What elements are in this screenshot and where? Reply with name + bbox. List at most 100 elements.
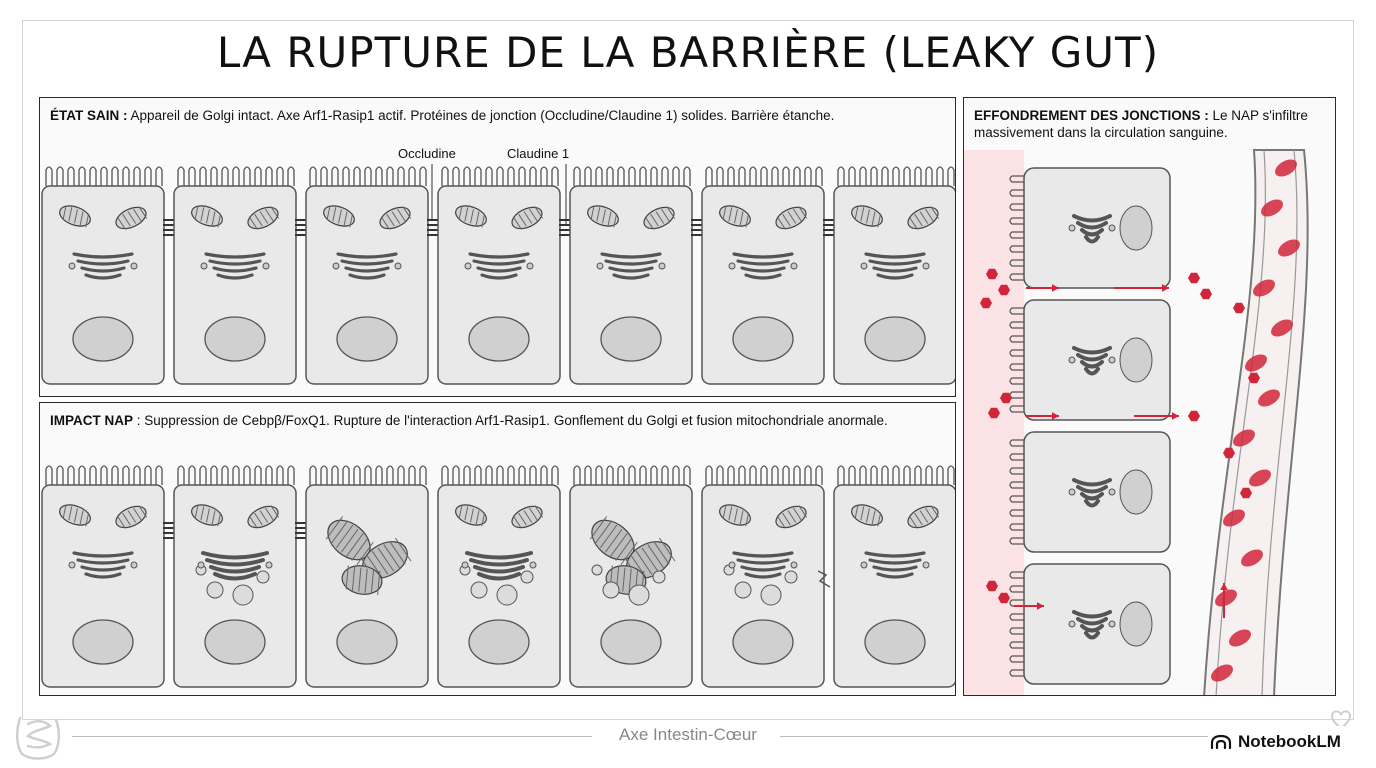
nucleus (601, 317, 661, 361)
vesicle (207, 582, 223, 598)
nucleus (865, 620, 925, 664)
microvilli (46, 167, 162, 186)
golgi-vesicle (1109, 489, 1115, 495)
microvilli (442, 466, 558, 485)
golgi-vesicle (266, 562, 272, 568)
intestine-icon (12, 710, 64, 762)
golgi-vesicle (527, 263, 533, 269)
nucleus (205, 317, 265, 361)
healthy-heading: ÉTAT SAIN : (50, 108, 128, 123)
blood-vessel (1204, 150, 1308, 696)
microvilli (310, 466, 426, 485)
vesicle (735, 582, 751, 598)
nucleus (1120, 338, 1152, 382)
golgi-vesicle (465, 263, 471, 269)
healthy-text: Appareil de Golgi intact. Axe Arf1-Rasip… (128, 108, 835, 123)
nucleus (73, 620, 133, 664)
microvilli (706, 466, 822, 485)
golgi-vesicle (861, 263, 867, 269)
microvilli (574, 167, 690, 186)
microvilli (178, 466, 294, 485)
label-claudine: Claudine 1 (507, 146, 569, 161)
golgi-vesicle (923, 263, 929, 269)
vesicle (257, 571, 269, 583)
impact-text: : Suppression de Cebpβ/FoxQ1. Rupture de… (133, 413, 888, 428)
golgi-vesicle (729, 263, 735, 269)
nucleus (337, 317, 397, 361)
tight-junction (295, 220, 307, 235)
leak-arrowhead (1172, 412, 1179, 420)
nucleus (601, 620, 661, 664)
healthy-caption: ÉTAT SAIN : Appareil de Golgi intact. Ax… (50, 107, 834, 124)
tight-junction (295, 523, 307, 538)
impact-heading: IMPACT NAP (50, 413, 133, 428)
golgi-vesicle (69, 562, 75, 568)
notebooklm-label: NotebookLM (1238, 732, 1341, 752)
microvilli (46, 466, 162, 485)
nap-particle (1200, 289, 1212, 299)
microvilli (838, 167, 954, 186)
golgi-vesicle (131, 263, 137, 269)
footer-divider-left (72, 736, 592, 737)
notebooklm-badge[interactable]: NotebookLM (1210, 726, 1344, 758)
vesicle (521, 571, 533, 583)
tight-junction (559, 220, 571, 235)
nucleus (469, 620, 529, 664)
panel-healthy-state: ÉTAT SAIN : Appareil de Golgi intact. Ax… (39, 97, 956, 397)
nap-particle (1188, 273, 1200, 283)
impact-caption: IMPACT NAP : Suppression de Cebpβ/FoxQ1.… (50, 412, 888, 429)
vesicle (603, 582, 619, 598)
tight-junction (163, 220, 175, 235)
golgi-vesicle (69, 263, 75, 269)
tight-junction (163, 523, 175, 538)
nucleus (1120, 602, 1152, 646)
impacted-epithelium-diagram (40, 403, 956, 696)
nap-particle (1233, 303, 1245, 313)
vesicle (785, 571, 797, 583)
nucleus (865, 317, 925, 361)
microvilli (310, 167, 426, 186)
golgi-vesicle (1069, 225, 1075, 231)
golgi-vesicle (1109, 621, 1115, 627)
nucleus (205, 620, 265, 664)
microvilli (838, 466, 954, 485)
golgi-vesicle (791, 263, 797, 269)
golgi-vesicle (659, 263, 665, 269)
microvilli (574, 466, 690, 485)
leak-into-blood-diagram (964, 98, 1336, 696)
golgi-vesicle (530, 562, 536, 568)
tight-junction (823, 220, 835, 235)
golgi-vesicle (1069, 357, 1075, 363)
collapse-heading: EFFONDREMENT DES JONCTIONS : (974, 108, 1209, 123)
panel-junction-collapse: EFFONDREMENT DES JONCTIONS : Le NAP s'in… (963, 97, 1336, 696)
vesicle (653, 571, 665, 583)
golgi-vesicle (1109, 225, 1115, 231)
golgi-vesicle (201, 263, 207, 269)
golgi-vesicle (729, 562, 735, 568)
tight-junction (427, 220, 439, 235)
vesicle (592, 565, 602, 575)
golgi-vesicle (333, 263, 339, 269)
golgi-vesicle (263, 263, 269, 269)
golgi-vesicle (1109, 357, 1115, 363)
golgi-vesicle (861, 562, 867, 568)
footer-label: Axe Intestin-Cœur (600, 725, 776, 745)
vesicle (761, 585, 781, 605)
nucleus (733, 620, 793, 664)
golgi-vesicle (198, 562, 204, 568)
golgi-vesicle (597, 263, 603, 269)
tight-junction (691, 220, 703, 235)
nucleus (337, 620, 397, 664)
golgi-vesicle (1069, 489, 1075, 495)
vesicle (471, 582, 487, 598)
label-occludine: Occludine (398, 146, 456, 161)
healthy-epithelium-diagram (40, 98, 956, 397)
microvilli (178, 167, 294, 186)
golgi-vesicle (395, 263, 401, 269)
golgi-vesicle (923, 562, 929, 568)
microvilli (706, 167, 822, 186)
vesicle (629, 585, 649, 605)
panel-nap-impact: IMPACT NAP : Suppression de Cebpβ/FoxQ1.… (39, 402, 956, 696)
nap-particle (1188, 411, 1200, 421)
golgi-vesicle (131, 562, 137, 568)
